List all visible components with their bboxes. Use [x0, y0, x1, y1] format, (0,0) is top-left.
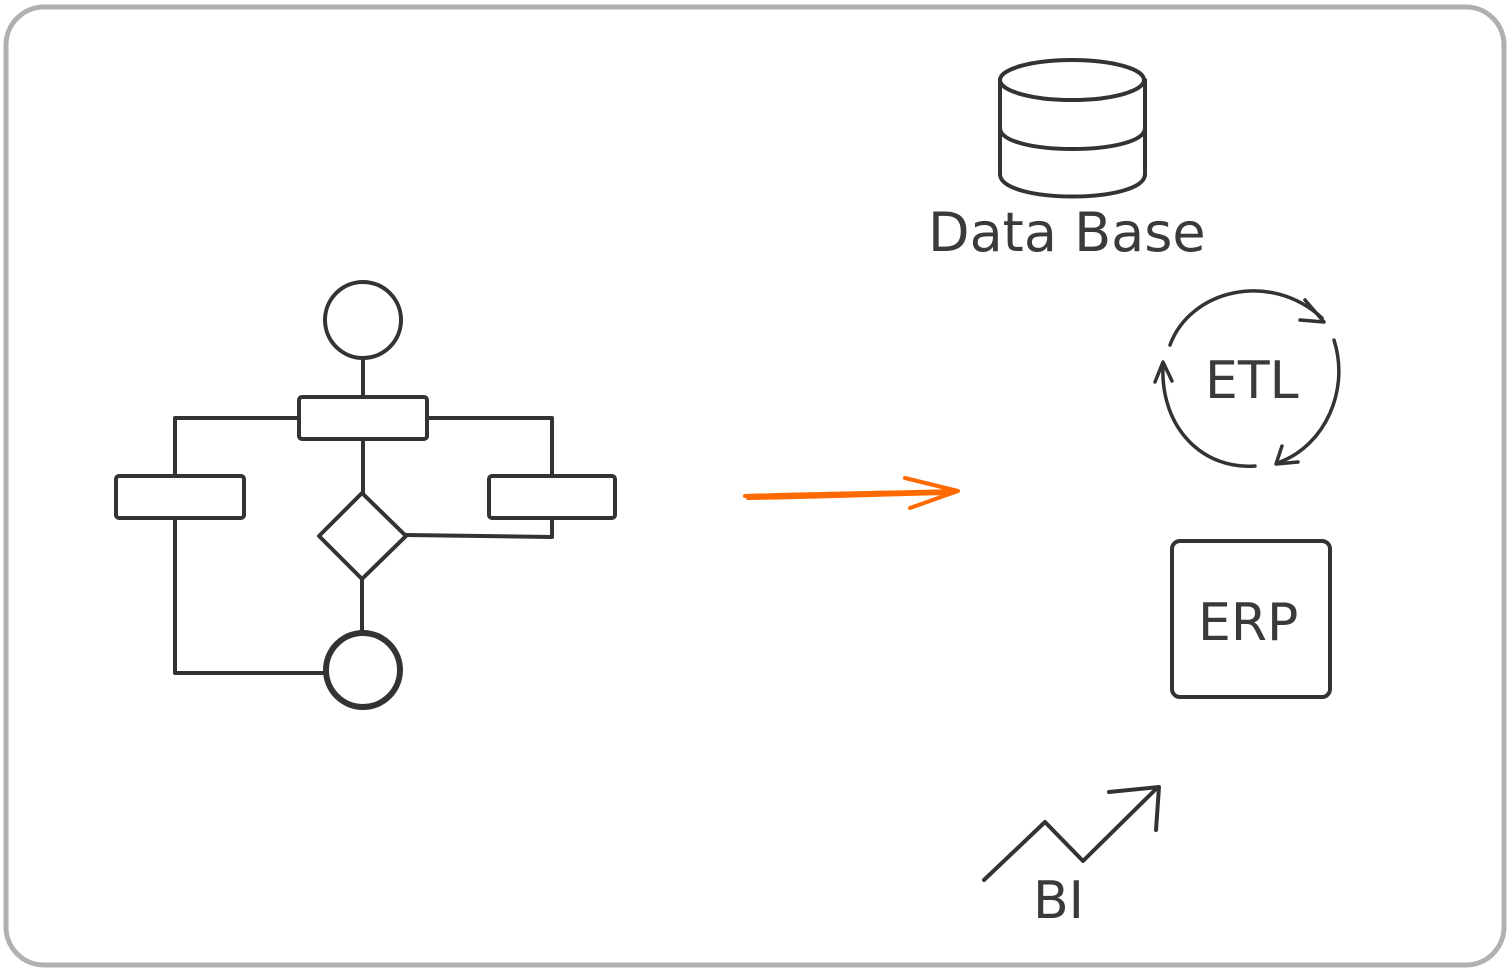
flowchart-icon [114, 280, 617, 710]
bi-label: BI [1033, 871, 1084, 931]
flowchart-left-process [114, 474, 246, 520]
cycle-arrows-icon [1153, 289, 1341, 468]
flowchart-end-node [323, 630, 403, 710]
database-icon [998, 58, 1147, 199]
etl-label: ETL [1205, 351, 1299, 411]
frame-border [3, 4, 1507, 968]
square-box-icon [1170, 539, 1332, 699]
trend-up-icon [982, 785, 1161, 882]
arrow-right-icon [743, 476, 960, 510]
erp-label: ERP [1198, 593, 1298, 653]
database-label: Data Base [928, 201, 1206, 264]
